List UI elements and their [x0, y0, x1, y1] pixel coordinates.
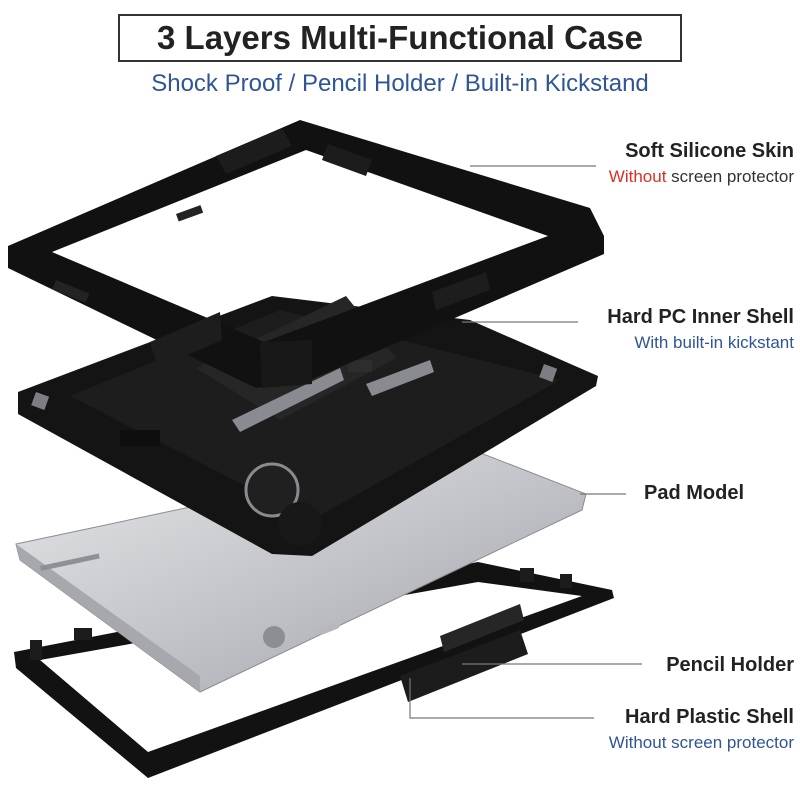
- callout-title: Hard Plastic Shell: [625, 706, 794, 728]
- callout-title: Pencil Holder: [666, 654, 794, 676]
- callout-note-highlight: Without: [608, 167, 667, 186]
- callout-hard-plastic-shell: Hard Plastic Shell Without screen protec…: [609, 706, 794, 753]
- leader-lines: [409, 165, 642, 719]
- camera-cutout: [244, 462, 300, 518]
- callout-note: Without screen protector: [608, 733, 794, 752]
- callout-note-rest: screen protector: [666, 167, 794, 186]
- callout-title: Pad Model: [643, 482, 744, 504]
- pad-camera: [263, 626, 285, 648]
- leader-line-outer-shell: [409, 678, 594, 719]
- callout-soft-silicone-skin: Soft Silicone Skin Without screen protec…: [609, 140, 794, 187]
- callout-note: Without screen protector: [609, 167, 794, 187]
- page-title: 3 Layers Multi-Functional Case: [118, 14, 682, 62]
- page-subtitle: Shock Proof / Pencil Holder / Built-in K…: [151, 70, 649, 97]
- callout-note: With built-in kickstant: [634, 333, 794, 352]
- callout-title: Soft Silicone Skin: [625, 140, 794, 162]
- callout-pad-model: Pad Model: [644, 482, 744, 505]
- pencil-holder-slot: [400, 630, 528, 702]
- pad-model: [15, 447, 587, 693]
- callout-title: Hard PC Inner Shell: [607, 306, 794, 328]
- callout-hard-pc-inner-shell: Hard PC Inner Shell With built-in kickst…: [607, 306, 794, 353]
- soft-silicone-skin: [8, 120, 604, 388]
- callout-pencil-holder: Pencil Holder: [666, 654, 794, 677]
